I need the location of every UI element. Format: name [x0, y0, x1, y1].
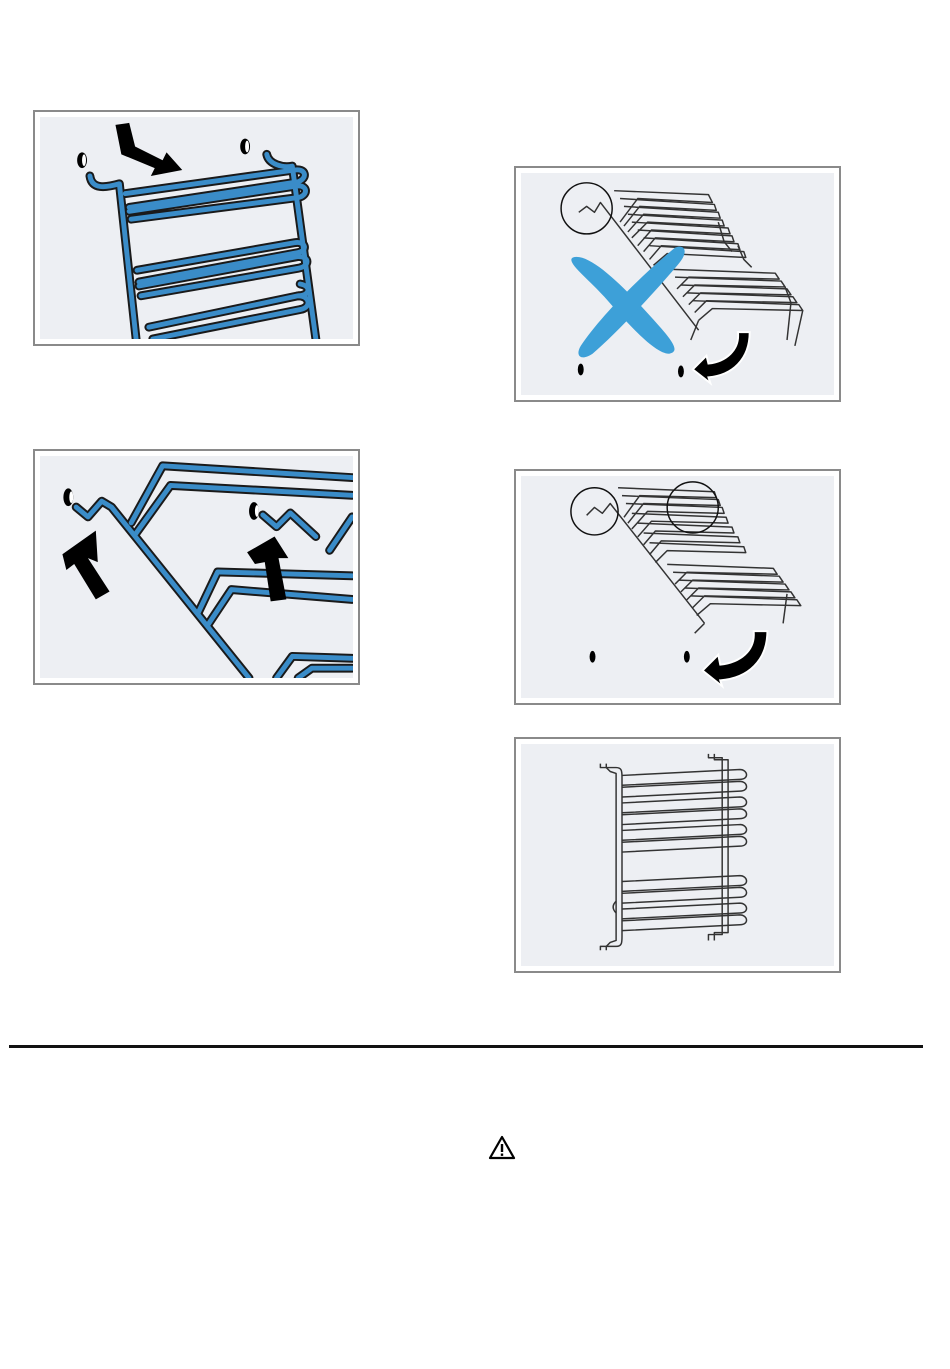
figure-incorrect-rotation-illustration — [521, 173, 834, 395]
wall-hole-icon — [63, 488, 73, 506]
wall-hole-icon — [240, 139, 250, 155]
lift-rack-drawing — [40, 456, 353, 678]
wall-hole-icon — [578, 364, 584, 376]
figure-incorrect-rotation — [514, 166, 841, 402]
arrow-up-icon — [62, 531, 109, 600]
cross-icon — [571, 247, 684, 358]
highlight-circle — [571, 488, 618, 535]
curved-arrow-icon — [703, 631, 768, 686]
figure-lift-rack-illustration — [40, 456, 353, 678]
wall-hole-icon — [77, 152, 87, 168]
correct-rotation-drawing — [521, 476, 834, 698]
rack-front-drawing — [521, 744, 834, 966]
figure-rack-front-view-illustration — [521, 744, 834, 966]
wall-hole-icon — [249, 502, 259, 520]
figure-insert-rack — [33, 110, 360, 346]
wall-hole-icon — [684, 651, 690, 663]
incorrect-rotation-drawing — [521, 173, 834, 395]
warning-triangle-icon — [488, 1135, 516, 1161]
figure-correct-rotation-illustration — [521, 476, 834, 698]
wall-hole-icon — [678, 366, 684, 378]
section-divider — [9, 1045, 923, 1048]
insert-rack-drawing — [40, 117, 353, 339]
figure-rack-front-view — [514, 737, 841, 973]
rack-outline — [587, 488, 801, 633]
figure-insert-rack-illustration — [40, 117, 353, 339]
figure-correct-rotation — [514, 469, 841, 705]
arrow-down-right-icon — [115, 123, 182, 176]
figure-lift-rack — [33, 449, 360, 685]
curved-arrow-icon — [693, 332, 750, 383]
wall-hole-icon — [590, 651, 596, 663]
